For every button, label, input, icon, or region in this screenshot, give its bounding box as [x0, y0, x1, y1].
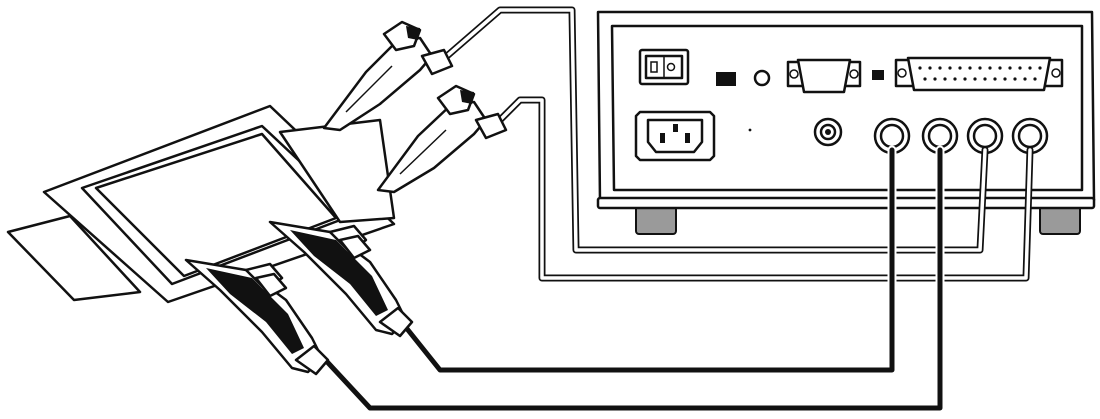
instrument-foot-right — [1039, 205, 1081, 235]
ground-jack[interactable] — [813, 117, 843, 147]
clip-bottom-2[interactable] — [184, 258, 330, 376]
white-cables — [436, 6, 1034, 282]
instrument-foot-left — [635, 205, 677, 235]
clip-top-2[interactable] — [376, 84, 508, 194]
instrument — [596, 10, 1096, 235]
black-cable-1[interactable] — [397, 147, 895, 373]
power-switch[interactable] — [638, 48, 690, 86]
usb-port[interactable] — [716, 72, 736, 86]
db9-serial-port[interactable] — [786, 58, 862, 94]
small-switch[interactable] — [872, 70, 884, 80]
black-cable-2[interactable] — [315, 147, 943, 411]
clip-top-1[interactable] — [322, 20, 454, 132]
ac-power-inlet[interactable] — [634, 110, 716, 162]
clip-bottom-1[interactable] — [268, 220, 414, 338]
panel-dot — [748, 128, 752, 132]
black-cables — [313, 145, 945, 413]
db25-port[interactable] — [894, 56, 1064, 92]
bnc-connector-2[interactable] — [921, 117, 959, 155]
round-jack[interactable] — [753, 69, 771, 87]
bnc-connector-1[interactable] — [873, 117, 911, 155]
